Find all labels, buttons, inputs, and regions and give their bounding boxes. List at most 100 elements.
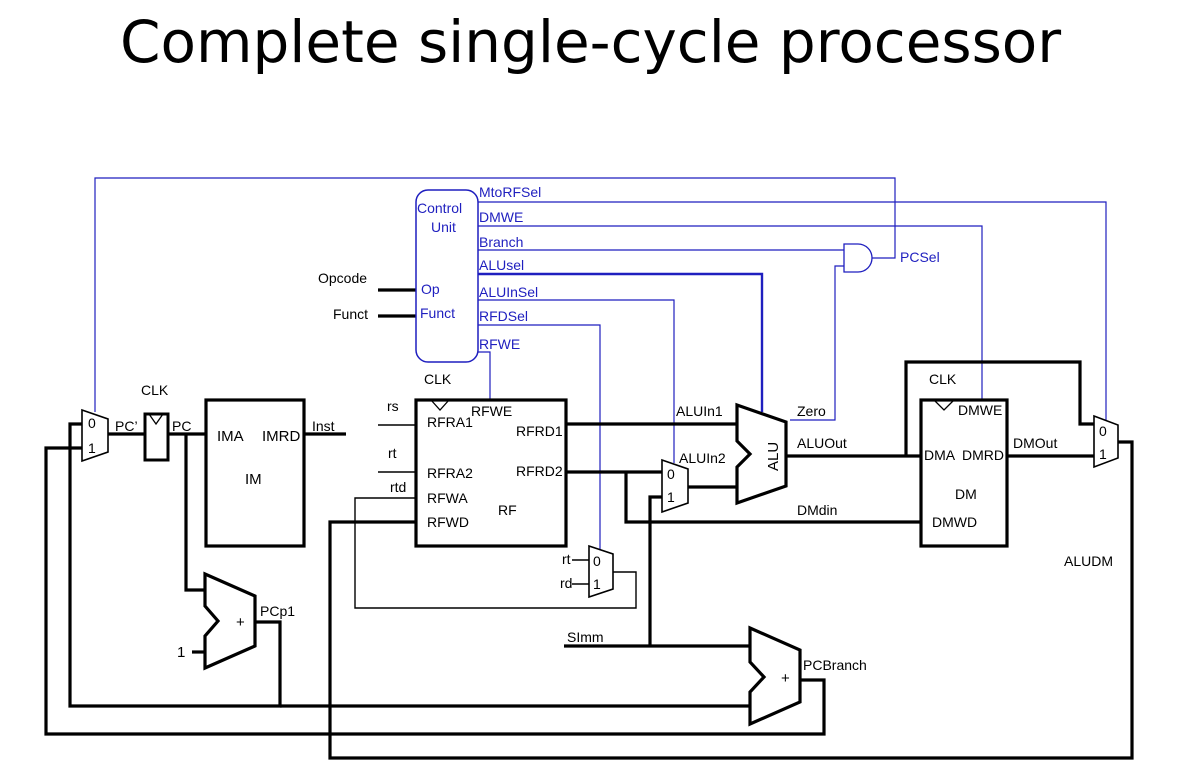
simm-to-mux-wire (648, 495, 662, 646)
pcbranch-label: PCBranch (803, 657, 867, 673)
rfwa-loop-wire (354, 497, 637, 609)
dm-dma-port: DMA (924, 447, 956, 463)
rs-label: rs (387, 398, 399, 414)
control-unit-box (415, 189, 479, 363)
rfwe-wire (476, 351, 491, 400)
alu: ALU (735, 402, 788, 506)
rf-clk-label: CLK (424, 371, 452, 387)
data-memory: DMWE DMA DMRD DM DMWD (919, 398, 1009, 548)
dm-dmwe-port: DMWE (958, 402, 1002, 418)
aluout-to-mux-wire (904, 360, 1094, 456)
rf-clock-triangle (430, 399, 450, 411)
rf-box (414, 398, 568, 548)
signal-mtorfsel: MtoRFSel (479, 184, 541, 200)
rf-rfwe-port: RFWE (471, 403, 512, 419)
pc-clock-triangle (148, 413, 164, 426)
dm-box (919, 398, 1009, 548)
pc-to-adder-wire (184, 434, 205, 592)
aluin2-label: ALUIn2 (679, 450, 726, 466)
alu-shape (735, 402, 788, 506)
and-gate-shape (843, 243, 873, 273)
pc-label: PC (172, 418, 191, 434)
rtd-label: rtd (390, 479, 406, 495)
opcode-label: Opcode (318, 270, 367, 286)
aluinsel-wire (476, 299, 675, 463)
im-name: IM (245, 471, 262, 488)
pcsel-wire (94, 177, 896, 412)
data-wires (44, 288, 1134, 760)
rf-rfwa-port: RFWA (427, 490, 468, 506)
aluin2-mux-in1: 1 (667, 489, 675, 505)
pc-mux-shape (81, 408, 109, 463)
pcp1-label: PCp1 (260, 603, 295, 619)
const1-label: 1 (177, 644, 185, 661)
im-ima-port: IMA (217, 428, 244, 445)
control-funct-port: Funct (420, 305, 455, 321)
rf-rfrd2-port: RFRD2 (516, 463, 563, 479)
pc-mux-in1: 1 (88, 440, 96, 456)
pc-clk-label: CLK (141, 382, 169, 398)
rf-rfra1-port: RFRA1 (427, 414, 473, 430)
control-signal-labels: MtoRFSel DMWE Branch ALUsel ALUInSel RFD… (479, 184, 541, 352)
alusel-wire (476, 272, 764, 412)
pc-mux: 0 1 (81, 408, 109, 463)
rt-mux-label: rt (562, 551, 571, 567)
pc-adder-plus: + (236, 614, 245, 631)
dmout-label: DMOut (1013, 435, 1057, 451)
signal-rfdsel: RFDSel (479, 308, 528, 324)
pc-prime-label: PC’ (115, 418, 138, 434)
signal-rfwe: RFWE (479, 336, 520, 352)
dm-mux: 0 1 (1093, 414, 1119, 469)
pcbranch-adder: + (748, 625, 802, 727)
dm-mux-shape (1093, 414, 1119, 469)
rfdsel-wire (476, 324, 601, 549)
pcbranch-adder-shape (748, 625, 802, 727)
aluin2-mux-in0: 0 (667, 466, 675, 482)
pcbranch-adder-plus: + (781, 670, 790, 687)
rfwa-mux-in1: 1 (593, 576, 601, 592)
aluin2-mux-shape (661, 458, 689, 514)
alu-name: ALU (765, 442, 782, 471)
rf-rfrd1-port: RFRD1 (516, 423, 563, 439)
aluout-label: ALUOut (797, 435, 847, 451)
dmwe-wire (476, 225, 983, 404)
im-imrd-port: IMRD (262, 428, 300, 445)
funct-label: Funct (333, 306, 368, 322)
rt-label: rt (388, 445, 397, 461)
dm-mux-in0: 0 (1099, 423, 1107, 439)
pc-register-box (143, 412, 170, 462)
dm-mux-in1: 1 (1099, 446, 1107, 462)
mtorfsel-wire (476, 201, 1107, 420)
control-op-port: Op (421, 281, 440, 297)
rf-name: RF (498, 502, 517, 518)
signal-branch: Branch (479, 234, 523, 250)
simm-label: SImm (567, 629, 604, 645)
pcp1-wire (68, 422, 282, 708)
and-gate (843, 243, 873, 273)
signal-dmwe: DMWE (479, 209, 523, 225)
aludm-label: ALUDM (1064, 553, 1113, 569)
rfwa-mux-in0: 0 (593, 553, 601, 569)
page-title: Complete single-cycle processor (120, 8, 1062, 76)
inst-label: Inst (312, 418, 335, 434)
zero-label: Zero (797, 403, 826, 419)
zero-wire (790, 265, 844, 421)
im-box (204, 398, 306, 548)
dm-clk-label: CLK (929, 371, 957, 387)
aludm-wire (328, 440, 1134, 760)
pc-plus1-adder: + (203, 571, 257, 671)
dmdin-wire (624, 472, 921, 524)
register-file: RFWE RFRA1 RFRA2 RFWA RFWD RFRD1 RFRD2 R… (414, 398, 568, 548)
pcbranch-wire (44, 446, 826, 736)
control-unit-label1: Control (417, 200, 462, 216)
pc-adder-shape (203, 571, 257, 671)
rfwa-mux-shape (588, 544, 614, 599)
pcsel-label: PCSel (900, 249, 940, 265)
signal-aluinsel: ALUInSel (479, 284, 538, 300)
rfwa-mux: 0 1 (588, 544, 614, 599)
aluin2-mux: 0 1 (661, 458, 689, 514)
dm-dmrd-port: DMRD (962, 447, 1004, 463)
pc-mux-in0: 0 (88, 415, 96, 431)
rf-rfwd-port: RFWD (427, 514, 469, 530)
